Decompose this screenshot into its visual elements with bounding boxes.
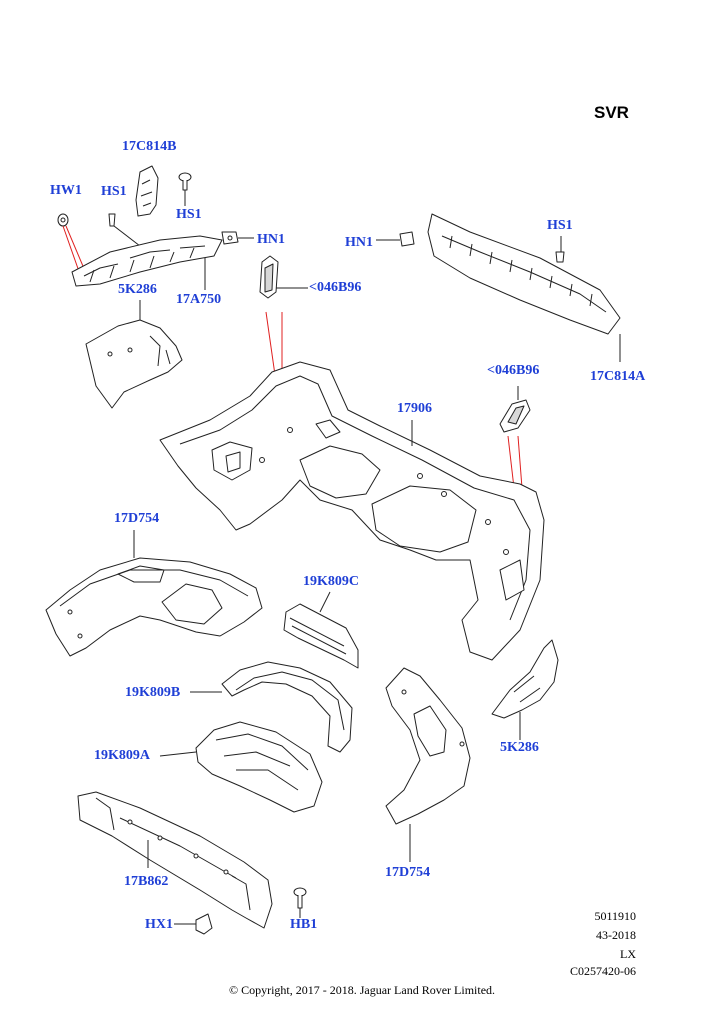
part-17D754-valance-b[interactable] bbox=[385, 667, 471, 825]
part-19K809B-diffuser-frame[interactable] bbox=[221, 661, 353, 753]
part-19K809A-diffuser-panel[interactable] bbox=[195, 721, 323, 813]
part-17906-bumper-cover[interactable] bbox=[159, 361, 545, 661]
part-17C814B-bracket[interactable] bbox=[135, 165, 159, 217]
part-HS1-screw-c[interactable] bbox=[555, 251, 565, 263]
callout-17906[interactable]: 17906 bbox=[397, 401, 432, 416]
date-code: 43-2018 bbox=[596, 928, 636, 942]
leader-HS1-a bbox=[113, 225, 141, 247]
callout-17D754-a[interactable]: 17D754 bbox=[114, 511, 160, 526]
callout-17B862[interactable]: 17B862 bbox=[124, 874, 169, 889]
callout-046B96-a[interactable]: <046B96 bbox=[309, 280, 362, 295]
catalogue-ref: C0257420-06 bbox=[570, 964, 636, 978]
part-19K809C-panel[interactable] bbox=[283, 603, 359, 669]
callout-HS1-a[interactable]: HS1 bbox=[101, 184, 127, 199]
callout-HN1-b[interactable]: HN1 bbox=[345, 235, 373, 250]
callout-17D754-b[interactable]: 17D754 bbox=[385, 865, 431, 880]
variant-label: SVR bbox=[594, 103, 629, 122]
part-17C814A-rail[interactable] bbox=[427, 213, 621, 335]
part-HS1-screw-b[interactable] bbox=[108, 213, 116, 227]
model-code: LX bbox=[620, 947, 636, 961]
part-046B96-reflector-a[interactable] bbox=[259, 255, 279, 299]
part-HX1-clip[interactable] bbox=[195, 913, 213, 935]
callout-HX1[interactable]: HX1 bbox=[145, 917, 173, 932]
part-HN1-nut-b[interactable] bbox=[399, 231, 415, 247]
callout-HB1[interactable]: HB1 bbox=[290, 917, 318, 932]
callout-046B96-b[interactable]: <046B96 bbox=[487, 363, 540, 378]
part-17B862-beam[interactable] bbox=[77, 791, 273, 929]
part-5K286-bracket-b[interactable] bbox=[491, 639, 559, 719]
copyright-notice: © Copyright, 2017 - 2018. Jaguar Land Ro… bbox=[228, 983, 496, 997]
callout-17C814B[interactable]: 17C814B bbox=[122, 139, 177, 154]
part-5K286-bracket-a[interactable] bbox=[85, 319, 183, 409]
callout-HW1[interactable]: HW1 bbox=[50, 183, 82, 198]
callout-HN1-a[interactable]: HN1 bbox=[257, 232, 285, 247]
callout-HS1-b[interactable]: HS1 bbox=[176, 207, 202, 222]
callout-17C814A[interactable]: 17C814A bbox=[590, 369, 646, 384]
part-HN1-nut-a[interactable] bbox=[221, 231, 239, 245]
part-HS1-screw-a[interactable] bbox=[178, 172, 192, 191]
drawing-number: 5011910 bbox=[594, 909, 636, 923]
callout-19K809A[interactable]: 19K809A bbox=[94, 748, 150, 763]
part-17D754-valance-a[interactable] bbox=[45, 557, 263, 657]
leader-19K809C bbox=[319, 591, 331, 613]
leader-19K809A bbox=[159, 751, 197, 757]
callout-19K809B[interactable]: 19K809B bbox=[125, 685, 181, 700]
callout-5K286-a[interactable]: 5K286 bbox=[118, 282, 157, 297]
callout-17A750[interactable]: 17A750 bbox=[176, 292, 222, 307]
callout-5K286-b[interactable]: 5K286 bbox=[500, 740, 539, 755]
part-17A750-bracket[interactable] bbox=[71, 235, 223, 287]
part-HW1-washer[interactable] bbox=[57, 213, 69, 227]
part-HB1-bolt[interactable] bbox=[293, 887, 307, 909]
callout-HS1-c[interactable]: HS1 bbox=[547, 218, 573, 233]
callout-19K809C[interactable]: 19K809C bbox=[303, 574, 359, 589]
part-046B96-reflector-b[interactable] bbox=[499, 399, 531, 433]
